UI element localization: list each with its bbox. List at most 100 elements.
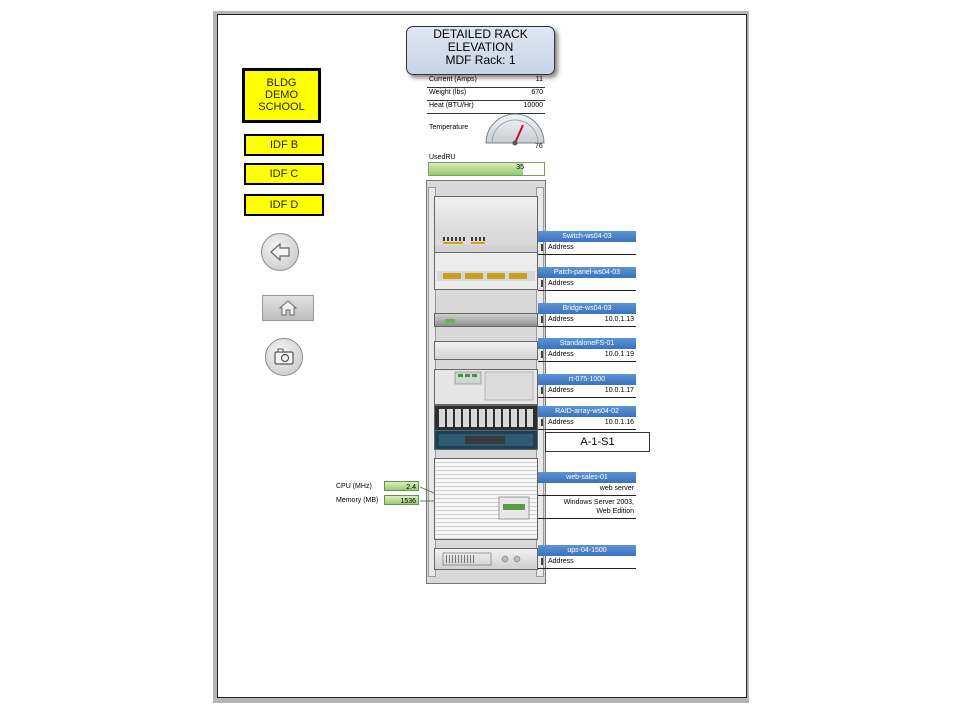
title-line-3: MDF Rack: 1 bbox=[445, 53, 516, 67]
idf-b-button[interactable]: IDF B bbox=[244, 134, 324, 156]
label-raid-array: RAID-array-ws04-02 Address 10.0.1.16 bbox=[538, 406, 636, 430]
connector-icon bbox=[541, 280, 543, 287]
web-server-bay bbox=[498, 496, 530, 520]
label-switch: Switch-ws04-03 Address bbox=[538, 231, 636, 255]
temperature-gauge bbox=[485, 113, 545, 146]
camera-button[interactable] bbox=[265, 338, 303, 376]
address-label: Address bbox=[548, 558, 574, 565]
rack-device-web-server[interactable] bbox=[434, 458, 538, 540]
idf-d-button[interactable]: IDF D bbox=[244, 194, 324, 216]
label-web-server: web-sales-01 web server Windows Server 2… bbox=[538, 472, 636, 519]
device-name: Patch-panel-ws04-03 bbox=[538, 267, 636, 278]
bridge-led bbox=[445, 319, 455, 323]
connector-icon bbox=[541, 351, 543, 358]
raid-drive-bays bbox=[439, 409, 533, 427]
rack-device-raid-controller[interactable] bbox=[434, 430, 538, 450]
rack-device-switch[interactable] bbox=[434, 196, 538, 254]
cpu-row: CPU (MHz) 2.4 bbox=[336, 481, 426, 492]
weight-label: Weight (lbs) bbox=[429, 89, 467, 96]
building-line-1: BLDG bbox=[266, 77, 297, 89]
connector-icon bbox=[541, 244, 543, 251]
address-row: Address 10.0.1.16 bbox=[538, 417, 636, 430]
rack-title: DETAILED RACK ELEVATION MDF Rack: 1 bbox=[406, 26, 555, 75]
device-name: RAID-array-ws04-02 bbox=[538, 406, 636, 417]
back-button[interactable] bbox=[261, 233, 299, 271]
weight-value: 670 bbox=[531, 89, 543, 96]
home-button[interactable] bbox=[262, 295, 314, 321]
rack-device-raid-array[interactable] bbox=[434, 405, 538, 431]
weight-row: Weight (lbs) 670 bbox=[427, 87, 545, 101]
address-value: 10.0.1.16 bbox=[604, 419, 634, 426]
address-row: Address 10.0.1.13 bbox=[538, 314, 636, 327]
address-label: Address bbox=[548, 316, 574, 323]
idf-c-button[interactable]: IDF C bbox=[244, 163, 324, 185]
memory-row: Memory (MB) 1536 bbox=[336, 495, 426, 506]
router-panel bbox=[454, 371, 534, 401]
device-name: ups-04-1500 bbox=[538, 545, 636, 556]
connector-icon bbox=[541, 558, 543, 565]
device-name: StandaloneFS-01 bbox=[538, 338, 636, 349]
metric-connectors bbox=[420, 486, 435, 502]
address-value: 10.0.1.13 bbox=[604, 316, 634, 323]
address-label: Address bbox=[548, 351, 574, 358]
address-row: Address 10.0.1.19 bbox=[538, 349, 636, 362]
building-line-3: SCHOOL bbox=[258, 101, 305, 113]
role-row: web server bbox=[538, 483, 636, 496]
label-ups: ups-04-1500 Address bbox=[538, 545, 636, 569]
memory-label: Memory (MB) bbox=[336, 497, 379, 504]
rack-device-bridge[interactable] bbox=[434, 313, 538, 327]
heat-row: Heat (BTU/Hr) 10000 bbox=[427, 100, 545, 114]
title-line-2: ELEVATION bbox=[447, 40, 514, 54]
rack-device-ups[interactable] bbox=[434, 548, 538, 570]
address-value: 10.0.1.17 bbox=[604, 387, 634, 394]
raid-controller-panel bbox=[439, 434, 533, 446]
device-name: Switch-ws04-03 bbox=[538, 231, 636, 242]
label-router: rt-075-1000 Address 10.0.1.17 bbox=[538, 374, 636, 398]
label-patch-panel: Patch-panel-ws04-03 Address bbox=[538, 267, 636, 291]
connector-icon bbox=[541, 316, 543, 323]
rack-device-router[interactable] bbox=[434, 369, 538, 405]
current-label: Current (Amps) bbox=[429, 76, 477, 83]
location-label: A-1-S1 bbox=[545, 432, 650, 452]
rack-device-standalone-fs[interactable] bbox=[434, 341, 538, 360]
address-row: Address bbox=[538, 556, 636, 569]
title-line-1: DETAILED RACK bbox=[433, 27, 528, 41]
connector-icon bbox=[541, 419, 543, 426]
usedru-value: 35 bbox=[516, 164, 524, 171]
cpu-value: 2.4 bbox=[384, 481, 419, 491]
heat-label: Heat (BTU/Hr) bbox=[429, 102, 474, 109]
rack-device-patch-panel[interactable] bbox=[434, 252, 538, 290]
back-arrow-icon bbox=[270, 242, 290, 262]
address-row: Address 10.0.1.17 bbox=[538, 385, 636, 398]
connector-icon bbox=[541, 387, 543, 394]
camera-icon bbox=[274, 348, 294, 365]
temperature-value: 76 bbox=[535, 143, 543, 150]
address-label: Address bbox=[548, 280, 574, 287]
usedru-bar: 35 bbox=[428, 162, 545, 176]
current-value: 11 bbox=[535, 76, 543, 83]
os-row: Windows Server 2003, Web Edition bbox=[538, 496, 636, 519]
device-name: web-sales-01 bbox=[538, 472, 636, 483]
usedru-fill bbox=[429, 163, 524, 175]
address-row: Address bbox=[538, 278, 636, 291]
address-value: 10.0.1.19 bbox=[604, 351, 634, 358]
device-name: rt-075-1000 bbox=[538, 374, 636, 385]
address-label: Address bbox=[548, 244, 574, 251]
temperature-label: Temperature bbox=[429, 124, 469, 131]
address-label: Address bbox=[548, 419, 574, 426]
building-line-2: DEMO bbox=[265, 89, 298, 101]
address-label: Address bbox=[548, 387, 574, 394]
memory-value: 1536 bbox=[384, 495, 419, 505]
current-row: Current (Amps) 11 bbox=[427, 74, 545, 88]
switch-ports bbox=[435, 233, 537, 245]
label-standalone-fs: StandaloneFS-01 Address 10.0.1.19 bbox=[538, 338, 636, 362]
heat-value: 10000 bbox=[523, 102, 543, 109]
label-bridge: Bridge-ws04-03 Address 10.0.1.13 bbox=[538, 303, 636, 327]
home-icon bbox=[278, 300, 298, 316]
address-row: Address bbox=[538, 242, 636, 255]
device-name: Bridge-ws04-03 bbox=[538, 303, 636, 314]
cpu-label: CPU (MHz) bbox=[336, 483, 372, 490]
building-button[interactable]: BLDG DEMO SCHOOL bbox=[242, 68, 321, 123]
ups-panel bbox=[442, 552, 521, 566]
patch-panel-ports bbox=[437, 271, 535, 281]
